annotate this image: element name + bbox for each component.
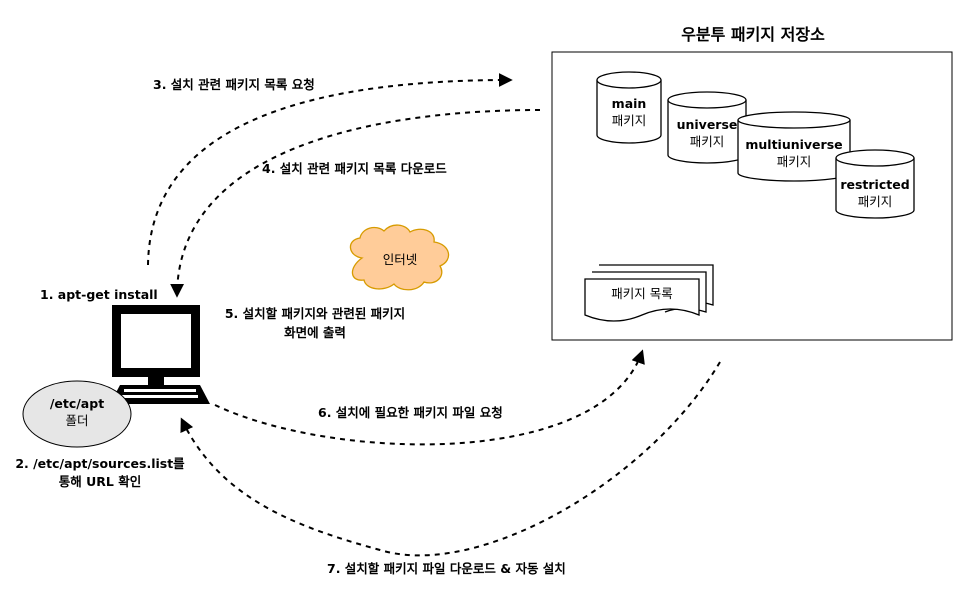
repository-title: 우분투 패키지 저장소 [681,25,825,44]
multiuniverse-package-label: multiuniverse [745,137,842,152]
arrow-step-4 [170,109,541,298]
etc-apt-folder: /etc/apt 폴더 [22,380,132,448]
folder-path-label: /etc/apt [50,396,104,411]
main-package-sublabel: 패키지 [612,113,647,128]
multiuniverse-package-sublabel: 패키지 [777,154,812,169]
step-5-label-line1: 5. 설치할 패키지와 관련된 패키지 [225,306,405,321]
restricted-package-sublabel: 패키지 [858,194,893,209]
step-5-label-line2: 화면에 출력 [284,325,346,340]
restricted-package-label: restricted [840,177,909,192]
folder-sublabel: 폴더 [65,413,88,428]
internet-cloud: 인터넷 [349,224,450,291]
package-list-document: 패키지 목록 [584,264,714,322]
arrow-step-3 [147,73,513,266]
main-package-cylinder: main 패키지 [596,71,662,144]
step-2-label-line2: 통해 URL 확인 [59,474,141,489]
internet-label: 인터넷 [383,252,418,267]
step-2-label-line1: 2. /etc/apt/sources.list를 [15,456,185,471]
universe-package-label: universe [677,117,738,132]
step-6-label: 6. 설치에 필요한 패키지 파일 요청 [318,405,503,420]
arrow-step-7 [180,361,721,557]
universe-package-cylinder: universe 패키지 [667,91,747,164]
package-list-label: 패키지 목록 [611,286,672,301]
main-package-label: main [612,96,647,111]
universe-package-sublabel: 패키지 [690,134,725,149]
step-4-label: 4. 설치 관련 패키지 목록 다운로드 [262,161,447,176]
step-3-label: 3. 설치 관련 패키지 목록 요청 [153,77,315,92]
multiuniverse-package-cylinder: multiuniverse 패키지 [737,111,851,182]
client-computer-icon [110,305,210,404]
step-7-label: 7. 설치할 패키지 파일 다운로드 & 자동 설치 [327,561,566,576]
arrow-step-6 [214,349,645,446]
restricted-package-cylinder: restricted 패키지 [835,149,915,219]
step-1-label: 1. apt-get install [40,287,158,302]
